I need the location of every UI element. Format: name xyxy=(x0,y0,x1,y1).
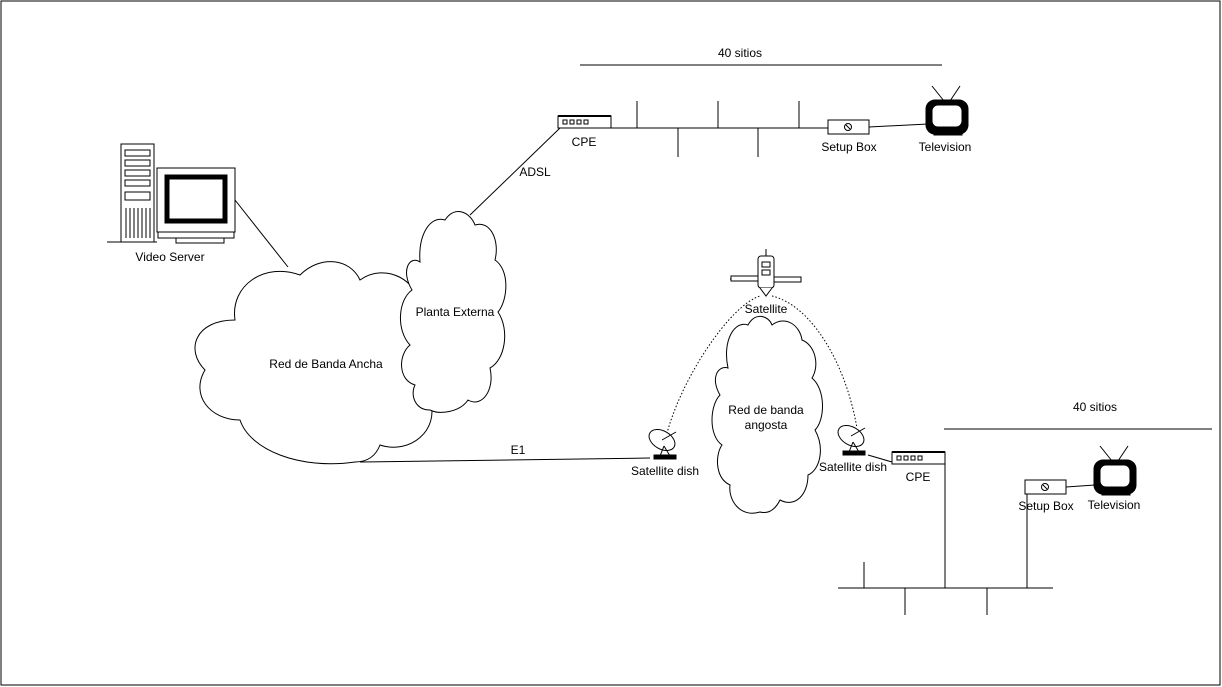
setup-box-bottom-label: Setup Box xyxy=(1018,499,1073,513)
television-top-icon xyxy=(925,85,969,136)
server-link xyxy=(234,199,289,268)
bottom-bus xyxy=(838,464,1053,615)
stb-tv-bottom-link xyxy=(1065,484,1096,488)
narrowband-cloud-label-1: Red de banda xyxy=(728,403,804,417)
satellite-label: Satellite xyxy=(745,302,788,316)
adsl-link xyxy=(469,127,561,216)
e1-label: E1 xyxy=(511,443,526,457)
cpe-top-label: CPE xyxy=(572,135,597,149)
outside-plant-label: Planta Externa xyxy=(416,305,495,319)
outside-plant-cloud xyxy=(399,211,507,413)
broadband-cloud xyxy=(194,261,451,465)
cpe-bottom-icon xyxy=(891,451,946,465)
top-bus xyxy=(611,101,828,157)
television-bottom-icon xyxy=(1093,445,1137,496)
downlink-arc xyxy=(771,295,858,429)
narrowband-cloud-label-2: angosta xyxy=(745,418,788,432)
sites-top-label: 40 sitios xyxy=(718,46,762,60)
uplink-arc xyxy=(665,295,761,438)
cpe-top-icon xyxy=(557,115,612,129)
satellite-dish-right-label: Satellite dish xyxy=(819,460,887,474)
sites-bottom-label: 40 sitios xyxy=(1073,400,1117,414)
dish-cpe-link xyxy=(867,454,893,463)
stb-tv-top-link xyxy=(868,123,929,128)
setup-box-bottom-icon xyxy=(1024,479,1067,495)
satellite-dish-left-icon xyxy=(648,429,677,460)
adsl-label: ADSL xyxy=(519,165,551,179)
video-server-icon xyxy=(107,143,236,244)
e1-link xyxy=(359,457,651,463)
broadband-cloud-label: Red de Banda Ancha xyxy=(269,357,383,371)
satellite-icon xyxy=(729,249,802,297)
television-top-label: Television xyxy=(919,140,972,154)
satellite-dish-left-label: Satellite dish xyxy=(631,464,699,478)
narrowband-cloud xyxy=(711,315,823,514)
television-bottom-label: Television xyxy=(1088,498,1141,512)
cpe-bottom-label: CPE xyxy=(906,470,931,484)
video-server-label: Video Server xyxy=(135,250,204,264)
setup-box-top-label: Setup Box xyxy=(821,140,876,154)
setup-box-top-icon xyxy=(827,119,870,135)
satellite-dish-right-icon xyxy=(837,425,866,456)
